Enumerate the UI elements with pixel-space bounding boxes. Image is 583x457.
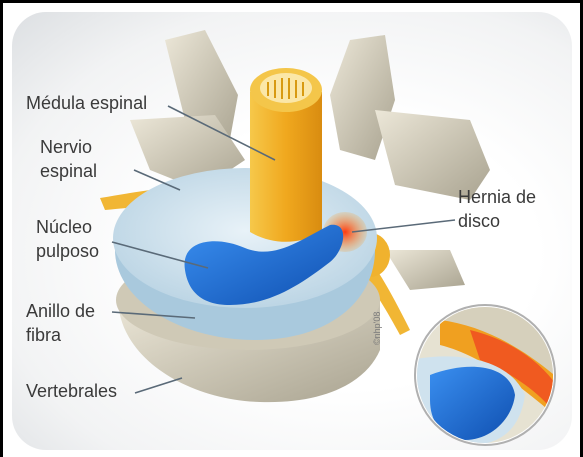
spinal-cord [250,68,322,242]
label-nervio-line2: espinal [40,160,97,182]
label-nucleo-line2: pulposo [36,240,99,262]
copyright-mark: ©nhp'08 [372,312,382,345]
label-vertebrales: Vertebrales [26,380,117,402]
label-anillo-line2: fibra [26,324,61,346]
label-hernia-line2: disco [458,210,500,232]
label-medula-espinal: Médula espinal [26,92,147,114]
label-nervio-line1: Nervio [40,136,92,158]
label-hernia-line1: Hernia de [458,186,536,208]
label-anillo-line1: Anillo de [26,300,95,322]
label-nucleo-line1: Núcleo [36,216,92,238]
magnified-inset [410,300,570,450]
leader-vertebrales [135,378,182,393]
